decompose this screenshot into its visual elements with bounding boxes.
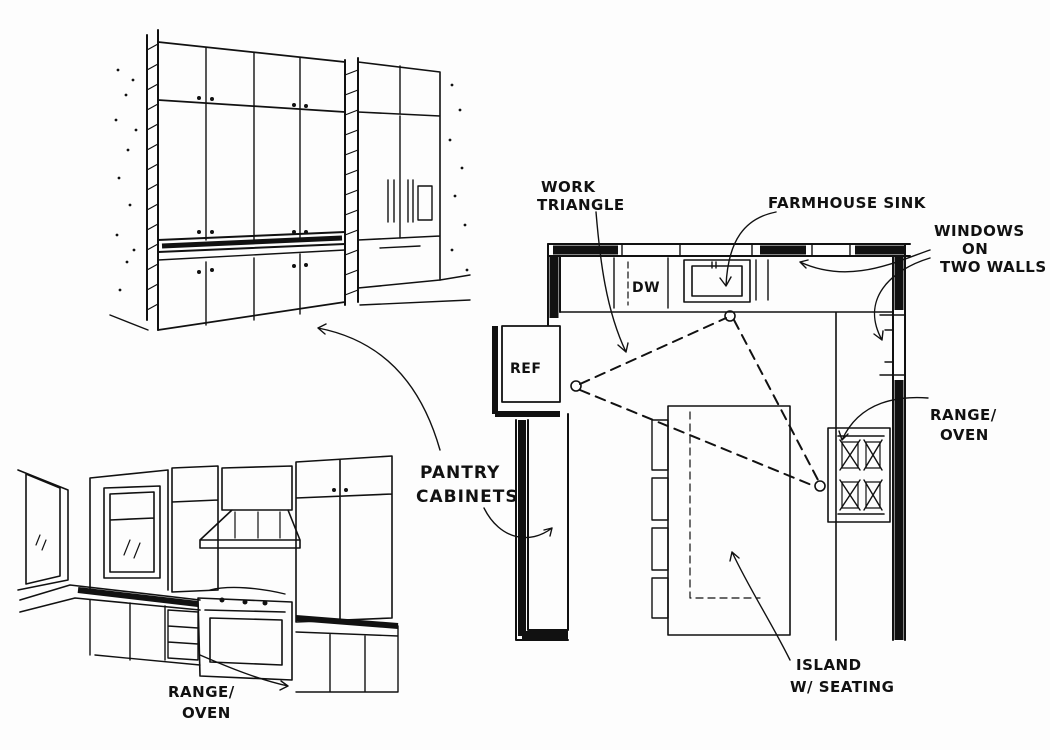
windows-label-3: TWO WALLS xyxy=(940,258,1047,276)
annotation-arrows xyxy=(199,211,931,691)
annotation-labels: WORK TRIANGLE FARMHOUSE SINK WINDOWS ON … xyxy=(168,178,1047,722)
dw-label: DW xyxy=(632,280,660,296)
windows-label-2: ON xyxy=(962,240,988,258)
pantry-label-1: PANTRY xyxy=(420,463,500,483)
ref-label: REF xyxy=(510,361,541,377)
range-left-label-2: OVEN xyxy=(182,704,231,722)
left-wall-stipple xyxy=(114,68,138,292)
range-wall-elevation xyxy=(17,455,399,693)
floor-plan xyxy=(492,243,911,641)
island-label-2: W/ SEATING xyxy=(790,678,894,696)
windows-label-1: WINDOWS xyxy=(934,222,1025,240)
farmhouse-sink-label: FARMHOUSE SINK xyxy=(768,194,927,212)
range-right-label-2: OVEN xyxy=(940,426,989,444)
pantry-label-2: CABINETS xyxy=(416,487,519,507)
work-triangle-label-2: TRIANGLE xyxy=(537,196,625,214)
island-label-1: ISLAND xyxy=(796,656,862,674)
range-right-label-1: RANGE/ xyxy=(930,406,997,424)
work-triangle-label-1: WORK xyxy=(541,178,596,196)
pantry-cabinets-elevation xyxy=(109,29,471,331)
range-left-label-1: RANGE/ xyxy=(168,683,235,701)
